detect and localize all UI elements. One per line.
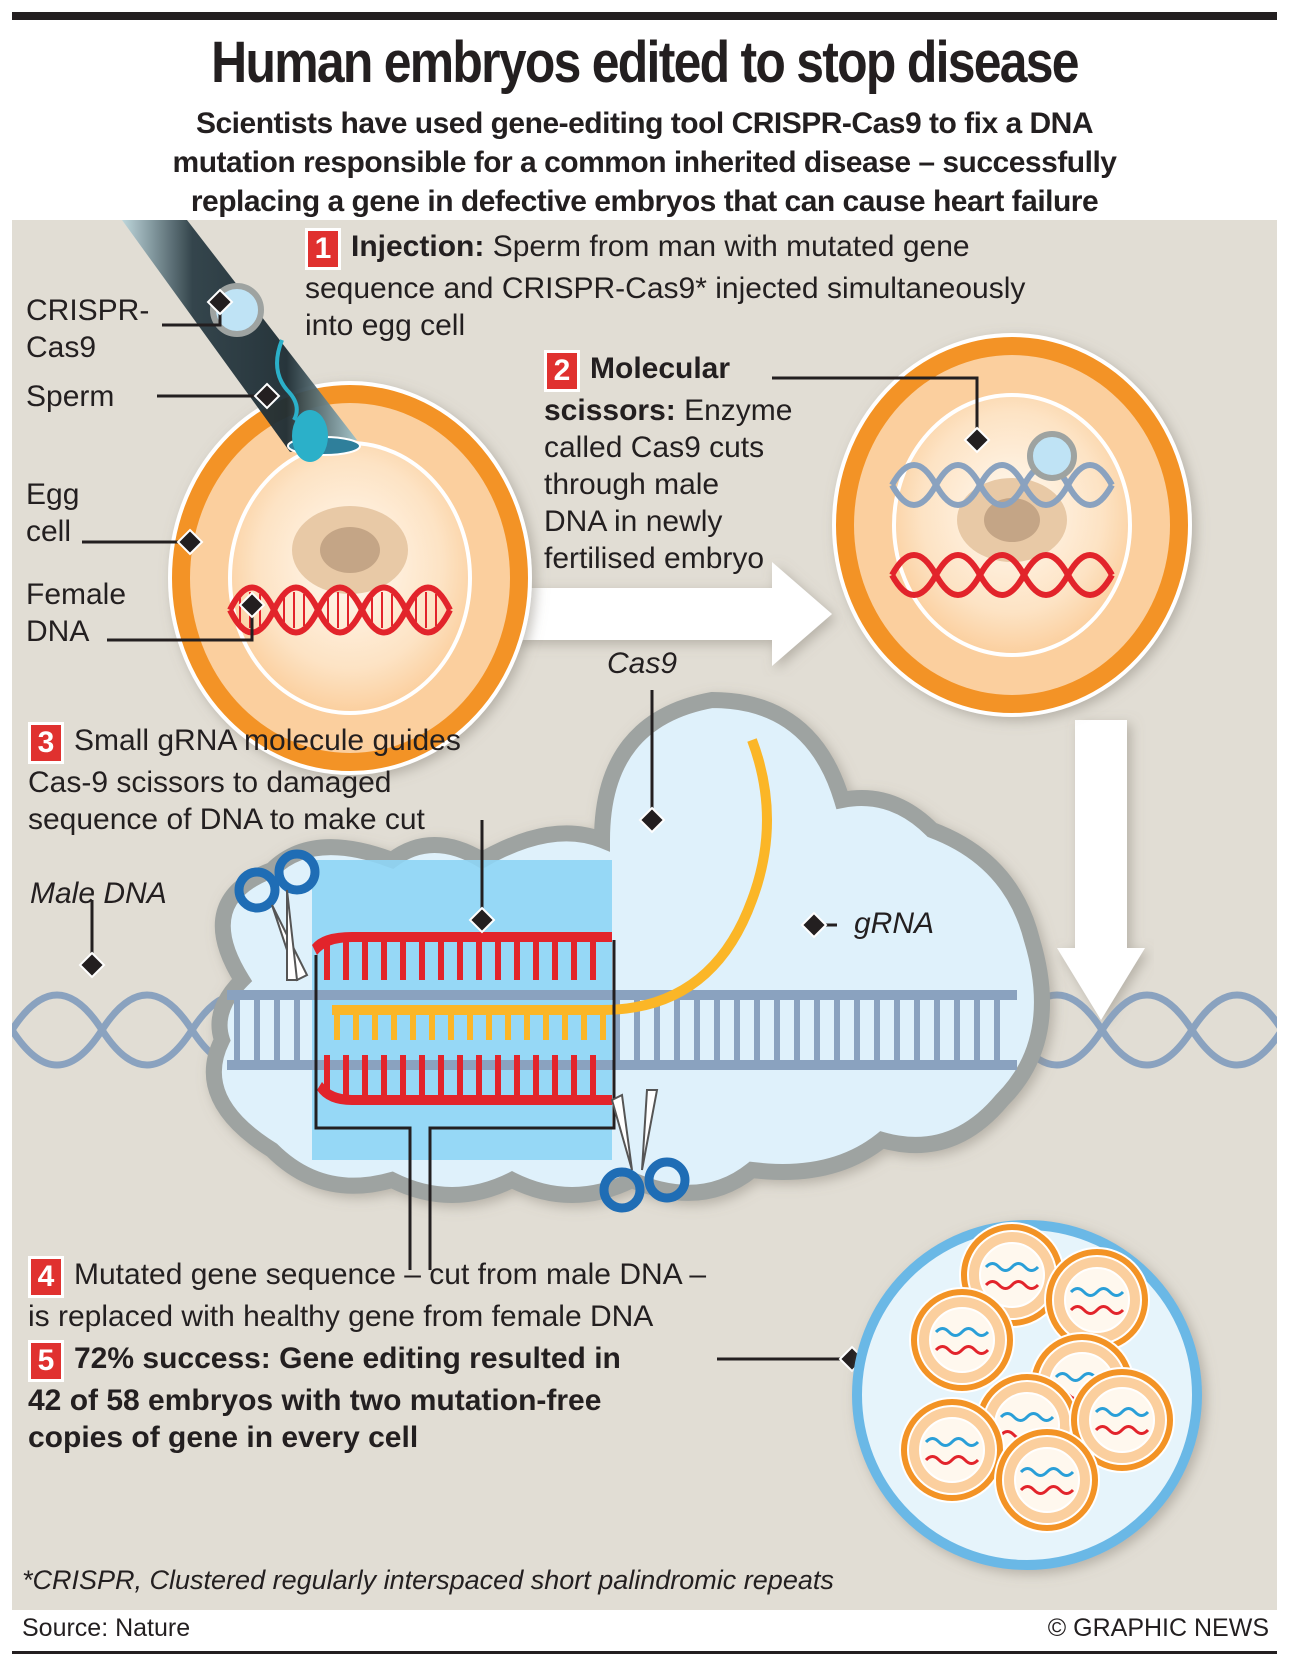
diagram-art	[12, 220, 1277, 1570]
step-3-line: sequence of DNA to make cut	[28, 803, 425, 836]
embryo-icon	[1069, 1367, 1175, 1473]
embryo-cluster	[899, 1222, 1175, 1533]
label-line: DNA	[26, 615, 90, 648]
step-1-line: sequence and CRISPR-Cas9* injected simul…	[305, 272, 1026, 305]
step-2: 2 Molecular scissors: Enzyme called Cas9 …	[544, 350, 792, 577]
step-3-line: Cas-9 scissors to damaged	[28, 766, 392, 799]
top-rule	[12, 12, 1277, 20]
pipette-icon	[122, 220, 361, 462]
step-2-line: through male	[544, 468, 720, 501]
page-title: Human embryos edited to stop disease	[211, 30, 1079, 95]
step-badge-4: 4	[28, 1256, 64, 1298]
copyright-credit: © GRAPHIC NEWS	[1047, 1614, 1269, 1642]
step-4-line: Mutated gene sequence – cut from male DN…	[74, 1258, 707, 1291]
step-badge-1: 1	[305, 228, 341, 270]
step-4-line: is replaced with healthy gene from femal…	[28, 1300, 654, 1333]
source-credit: Source: Nature	[22, 1614, 191, 1642]
label-line: CRISPR-	[26, 294, 150, 327]
step-2-line: Enzyme	[684, 394, 793, 427]
mutated-dna-rungs	[324, 942, 596, 1095]
step-1: 1 Injection: Sperm from man with mutated …	[305, 228, 1025, 344]
subtitle-line: replacing a gene in defective embryos th…	[190, 185, 1099, 218]
label-cas9: Cas9	[607, 647, 678, 680]
step-1-line: into egg cell	[305, 309, 466, 342]
footnote: *CRISPR, Clustered regularly interspaced…	[22, 1565, 834, 1595]
step-2-line: DNA in newly	[544, 505, 723, 538]
egg-cell-1	[168, 381, 532, 775]
grna-rungs	[334, 1010, 606, 1040]
female-dna-rungs-1	[239, 592, 437, 628]
male-dna-helix-egg2	[889, 462, 1115, 508]
step-1-heading: Injection:	[351, 230, 485, 263]
label-line: Cas9	[26, 331, 97, 364]
step-5-line: 42 of 58 embryos with two mutation-free	[28, 1384, 602, 1417]
label-grna: gRNA	[854, 907, 935, 940]
bracket-lines	[82, 300, 979, 1361]
label-crispr-cas9: CRISPR- Cas9	[26, 292, 149, 366]
step-5-line: copies of gene in every cell	[28, 1421, 419, 1454]
embryo-icon	[909, 1287, 1015, 1393]
subtitle-line: mutation responsible for a common inheri…	[172, 146, 1117, 179]
subtitle: Scientists have used gene-editing tool C…	[0, 104, 1289, 221]
step-badge-3: 3	[28, 722, 64, 764]
scissors-icon-top	[234, 849, 320, 982]
step-badge-5: 5	[28, 1340, 64, 1382]
bottom-rule	[12, 1651, 1277, 1654]
label-female-dna: Female DNA	[26, 576, 126, 650]
label-line: Female	[26, 578, 127, 611]
step-3-line: Small gRNA molecule guides	[74, 724, 461, 757]
step-4: 4 Mutated gene sequence – cut from male D…	[28, 1256, 706, 1335]
step-3: 3 Small gRNA molecule guides Cas-9 scisso…	[28, 722, 461, 838]
step-badge-2: 2	[544, 350, 580, 392]
label-line: Egg	[26, 478, 80, 511]
arrow-right-icon	[512, 562, 832, 666]
diagram-panel: CRISPR- Cas9 Sperm Egg cell Female DNA C…	[12, 220, 1277, 1610]
male-dna-ladder	[227, 990, 1017, 1070]
male-dna-helix-right	[1009, 991, 1277, 1069]
mutated-dna-segment	[312, 932, 612, 1105]
step-1-line: Sperm from man with mutated gene	[492, 230, 970, 263]
step-2-line: called Cas9 cuts	[544, 431, 765, 464]
step-2-line: fertilised embryo	[544, 542, 765, 575]
label-sperm: Sperm	[26, 380, 115, 413]
female-dna-helix-1	[227, 584, 453, 636]
egg-cell-2	[832, 333, 1192, 717]
male-dna-rungs	[234, 1000, 1000, 1060]
cas9-molecule-icon	[1027, 431, 1077, 481]
embryo-icon	[899, 1397, 1005, 1503]
grna-strand	[332, 738, 772, 1015]
step-2-heading: Molecular	[590, 352, 731, 385]
scissors-icon-bottom	[599, 1089, 690, 1213]
step-5: 5 72% success: Gene editing resulted in 4…	[28, 1340, 621, 1456]
embryo-icon	[994, 1427, 1100, 1533]
arrow-down-icon	[1057, 720, 1145, 1020]
subtitle-line: Scientists have used gene-editing tool C…	[195, 107, 1094, 140]
pointer-diamonds	[78, 288, 991, 1373]
label-egg-cell: Egg cell	[26, 476, 79, 550]
label-male-dna: Male DNA	[30, 877, 167, 910]
embryo-icon	[1044, 1247, 1150, 1353]
female-dna-helix-egg2	[889, 552, 1115, 598]
label-line: cell	[26, 515, 72, 548]
step-2-heading: scissors:	[544, 394, 676, 427]
step-5-line: 72% success: Gene editing resulted in	[74, 1342, 621, 1375]
